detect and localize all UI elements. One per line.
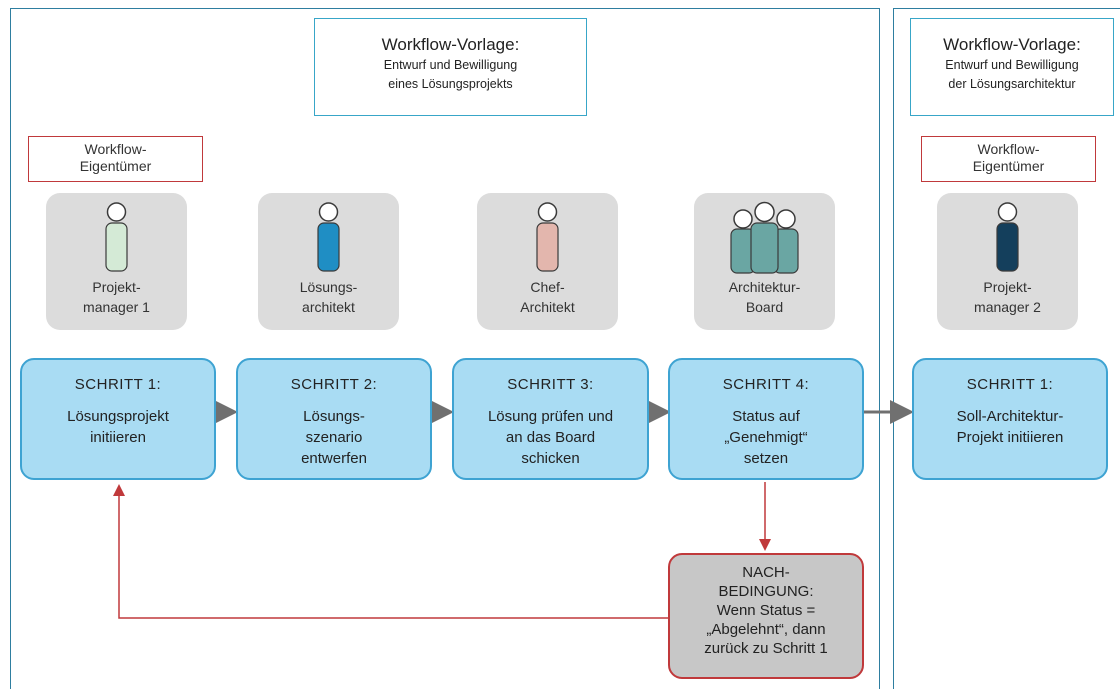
role-label-line-2: Board <box>745 299 784 315</box>
right-template-title: Workflow-Vorlage: <box>943 35 1081 54</box>
step-1-soll-architektur: SCHRITT 1: Soll-Architektur- Projekt ini… <box>912 358 1108 480</box>
right-template-subtitle-1: Entwurf und Bewilligung <box>945 58 1079 72</box>
step-3-loesung-pruefen: SCHRITT 3: Lösung prüfen und an das Boar… <box>452 358 649 480</box>
left-template-title-box: Workflow-Vorlage: Entwurf und Bewilligun… <box>314 18 587 116</box>
step-heading: SCHRITT 4: <box>722 376 810 393</box>
arrow-condition-back-to-step1 <box>113 484 668 619</box>
step-text-line-1: Lösungsprojekt <box>67 408 169 425</box>
role-label-line-1: Projekt- <box>92 279 141 295</box>
step-text-line-1: Lösungs- <box>303 408 365 425</box>
step-text-line-1: Soll-Architektur- <box>956 408 1064 425</box>
condition-line-4: „Abgelehnt“, dann <box>706 621 826 638</box>
role-label-line-2: architekt <box>302 299 355 315</box>
left-workflow-owner-label: Workflow- Eigentümer <box>28 136 203 182</box>
step-text-line-3: setzen <box>743 450 789 467</box>
right-workflow-owner-label: Workflow- Eigentümer <box>921 136 1096 182</box>
role-card-projektmanager-2: Projekt- manager 2 <box>937 193 1078 330</box>
owner-label-line-2: Eigentümer <box>972 158 1045 174</box>
right-template-title-box: Workflow-Vorlage: Entwurf und Bewilligun… <box>910 18 1114 116</box>
role-card-loesungsarchitekt: Lösungs- architekt <box>258 193 399 330</box>
right-template-subtitle-2: der Lösungsarchitektur <box>948 77 1076 91</box>
step-text-line-2: szenario <box>305 429 363 446</box>
owner-label-line-1: Workflow- <box>977 141 1040 157</box>
role-label-line-2: Architekt <box>520 299 575 315</box>
step-text-line-2: Projekt initiieren <box>956 429 1064 446</box>
step-text-line-3: entwerfen <box>301 450 367 467</box>
role-label-line-1: Lösungs- <box>299 279 358 295</box>
person-icon <box>996 202 1019 272</box>
step-heading: SCHRITT 2: <box>290 376 378 393</box>
role-label-line-2: manager 1 <box>83 299 150 315</box>
role-label-line-1: Architektur- <box>728 279 801 295</box>
step-heading: SCHRITT 1: <box>966 376 1054 393</box>
condition-line-2: BEDINGUNG: <box>718 583 814 600</box>
owner-label-line-1: Workflow- <box>84 141 147 157</box>
step-text-line-2: initiieren <box>90 429 146 446</box>
condition-line-5: zurück zu Schritt 1 <box>704 640 828 657</box>
role-card-architektur-board: Architektur- Board <box>694 193 835 330</box>
role-card-projektmanager-1: Projekt- manager 1 <box>46 193 187 330</box>
step-text-line-2: an das Board <box>505 429 596 446</box>
post-condition-box: NACH- BEDINGUNG: Wenn Status = „Abgelehn… <box>668 553 864 679</box>
left-template-title: Workflow-Vorlage: <box>381 35 520 54</box>
person-icon <box>105 202 128 272</box>
step-heading: SCHRITT 1: <box>74 376 162 393</box>
condition-line-1: NACH- <box>742 564 790 581</box>
right-workflow-panel <box>893 8 1120 689</box>
step-2-loesungsszenario: SCHRITT 2: Lösungs- szenario entwerfen <box>236 358 432 480</box>
person-icon <box>536 202 559 272</box>
step-4-status-genehmigt: SCHRITT 4: Status auf „Genehmigt“ setzen <box>668 358 864 480</box>
owner-label-line-2: Eigentümer <box>79 158 152 174</box>
role-label-line-2: manager 2 <box>974 299 1041 315</box>
left-workflow-panel <box>10 8 880 689</box>
group-icon <box>730 201 799 274</box>
step-text-line-1: Status auf <box>732 408 800 425</box>
role-label-line-1: Projekt- <box>983 279 1032 295</box>
step-heading: SCHRITT 3: <box>507 376 594 393</box>
step-text-line-3: schicken <box>521 450 580 467</box>
left-template-subtitle-2: eines Lösungsprojekts <box>388 77 513 91</box>
step-text-line-2: „Genehmigt“ <box>724 429 808 446</box>
role-label-line-1: Chef- <box>530 279 565 295</box>
left-template-subtitle-1: Entwurf und Bewilligung <box>383 58 518 72</box>
condition-line-3: Wenn Status = <box>716 602 816 619</box>
person-icon <box>317 202 340 272</box>
step-text-line-1: Lösung prüfen und <box>487 408 614 425</box>
step-1-loesungsprojekt: SCHRITT 1: Lösungsprojekt initiieren <box>20 358 216 480</box>
role-card-chef-architekt: Chef- Architekt <box>477 193 618 330</box>
